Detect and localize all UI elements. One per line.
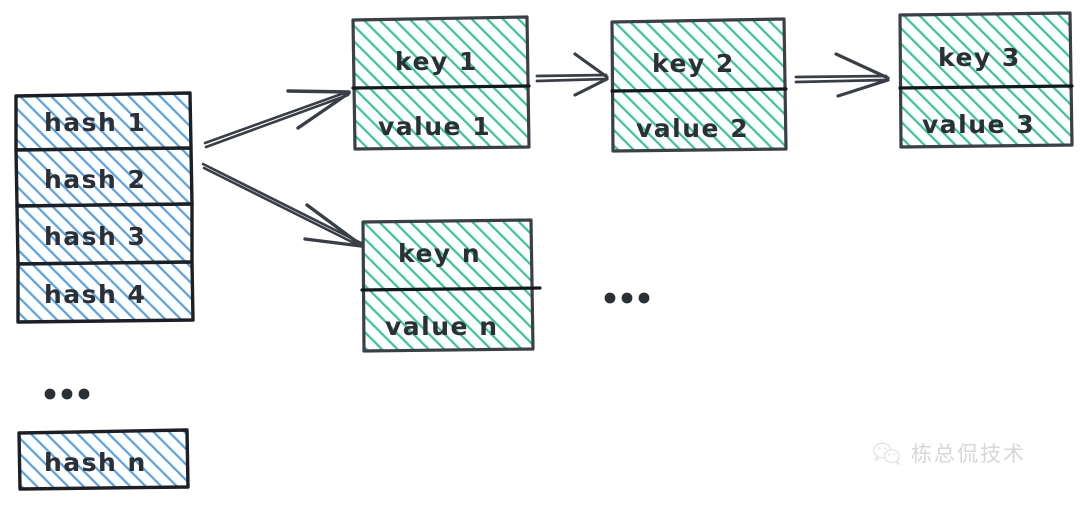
chain-top-node-1[interactable]: key 2 value 2	[610, 17, 788, 153]
chain-top: key 1 value 1 key 2 value 2	[351, 11, 1074, 153]
bucket-to-chain-arrows	[201, 89, 363, 248]
arrow-bucket-to-chain-bottom	[201, 162, 363, 248]
hash-bucket-0[interactable]: hash 1	[14, 91, 193, 152]
hash-bucket-1[interactable]: hash 2	[14, 146, 194, 208]
hash-bucket-ellipsis	[44, 388, 90, 400]
hash-bucket-0-label: hash 1	[44, 108, 146, 137]
chain-top-node-2[interactable]: key 3 value 3	[898, 11, 1074, 149]
arrow-chain-top-0-1	[535, 52, 609, 97]
chain-top-node-0-value: value 1	[378, 112, 491, 141]
chain-top-node-2-value: value 3	[922, 110, 1035, 139]
chain-bottom-ellipsis	[604, 292, 650, 304]
chain-top-node-0-key: key 1	[395, 47, 478, 76]
hash-bucket-array: hash 1 hash 2 hash 3 hash 4	[14, 91, 195, 491]
hash-bucket-tail-label: hash n	[44, 448, 147, 477]
chain-top-node-1-key: key 2	[652, 49, 735, 78]
arrow-chain-top-1-2	[794, 52, 890, 98]
chain-top-node-0[interactable]: key 1 value 1	[351, 15, 531, 151]
chain-bottom-node-0[interactable]: key n value n	[360, 218, 542, 353]
chain-bottom-node-0-value: value n	[385, 312, 499, 341]
chain-bottom-node-0-key: key n	[398, 239, 481, 268]
chain-bottom: key n value n	[360, 218, 650, 353]
hash-bucket-3[interactable]: hash 4	[16, 260, 195, 324]
chain-top-node-2-key: key 3	[938, 43, 1021, 72]
hash-bucket-tail[interactable]: hash n	[17, 428, 190, 491]
chain-top-node-1-value: value 2	[636, 114, 749, 143]
hash-bucket-3-label: hash 4	[44, 280, 146, 309]
arrow-bucket-to-chain-top	[203, 89, 351, 149]
hash-bucket-2-label: hash 3	[44, 222, 146, 251]
hash-bucket-1-label: hash 2	[44, 165, 146, 194]
hash-bucket-2[interactable]: hash 3	[15, 202, 194, 266]
